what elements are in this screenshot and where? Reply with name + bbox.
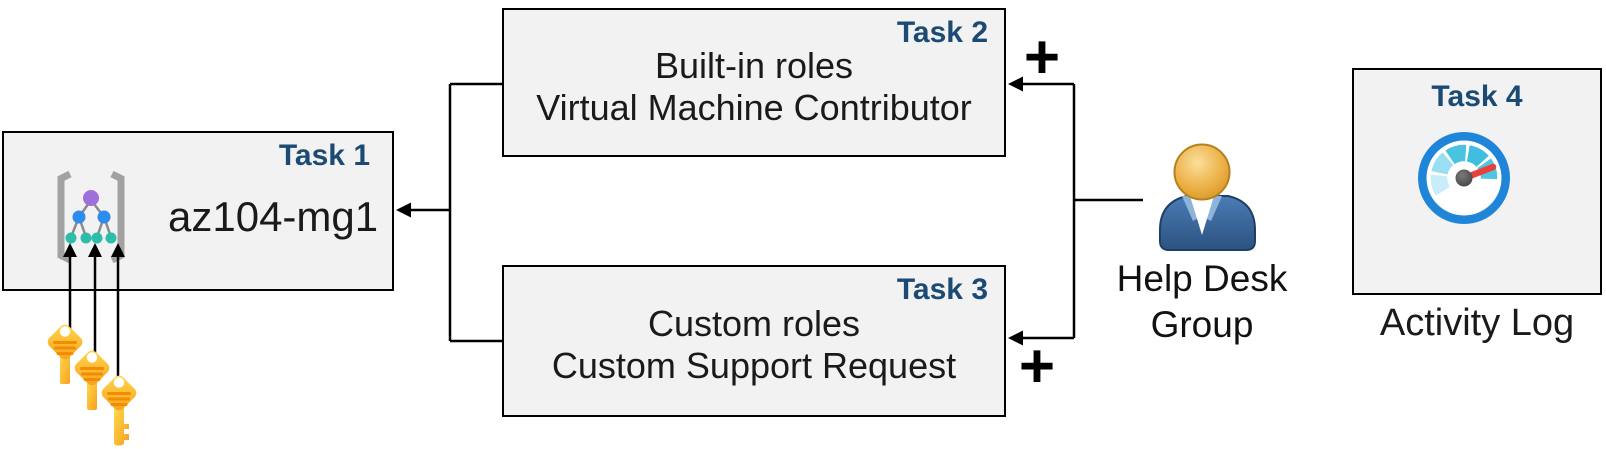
task3-box: Task 3 Custom roles Custom Support Reque… (502, 265, 1006, 417)
task2-content: Built-in roles Virtual Machine Contribut… (504, 10, 1004, 155)
management-group-icon (57, 170, 125, 264)
plus-icon-task3: + (1018, 331, 1056, 401)
task1-box: Task 1 az104-mg1 (2, 131, 394, 291)
task2-label: Task 2 (896, 16, 988, 49)
task4-caption: Activity Log (1379, 302, 1575, 344)
task4-box: Task 4 Activity Log (1352, 68, 1602, 344)
plus-icon-task2: + (1023, 22, 1061, 92)
task4-label: Task 4 (1431, 80, 1523, 113)
task2-line2: Virtual Machine Contributor (536, 86, 972, 128)
task1-content: az104-mg1 (54, 167, 382, 267)
management-group-name: az104-mg1 (168, 193, 379, 240)
task1-label: Task 1 (278, 139, 370, 172)
key-icon-1 (47, 324, 83, 384)
task3-line1: Custom roles (647, 303, 861, 344)
help-desk-group (1147, 142, 1257, 254)
task3-content: Custom roles Custom Support Request (504, 267, 1004, 415)
task2-box: Task 2 Built-in roles Virtual Machine Co… (502, 8, 1006, 157)
help-desk-group-label: Help Desk Group (1092, 256, 1312, 348)
help-desk-group-line2: Group (1150, 304, 1254, 345)
task3-label: Task 3 (896, 273, 988, 306)
task3-line2: Custom Support Request (551, 345, 957, 386)
help-desk-group-line1: Help Desk (1116, 258, 1288, 299)
key-icon-3 (101, 375, 137, 446)
key-icon-2 (74, 350, 110, 410)
user-icon (1159, 143, 1256, 251)
gauge-icon (1418, 132, 1510, 224)
task2-line1: Built-in roles (654, 44, 854, 86)
